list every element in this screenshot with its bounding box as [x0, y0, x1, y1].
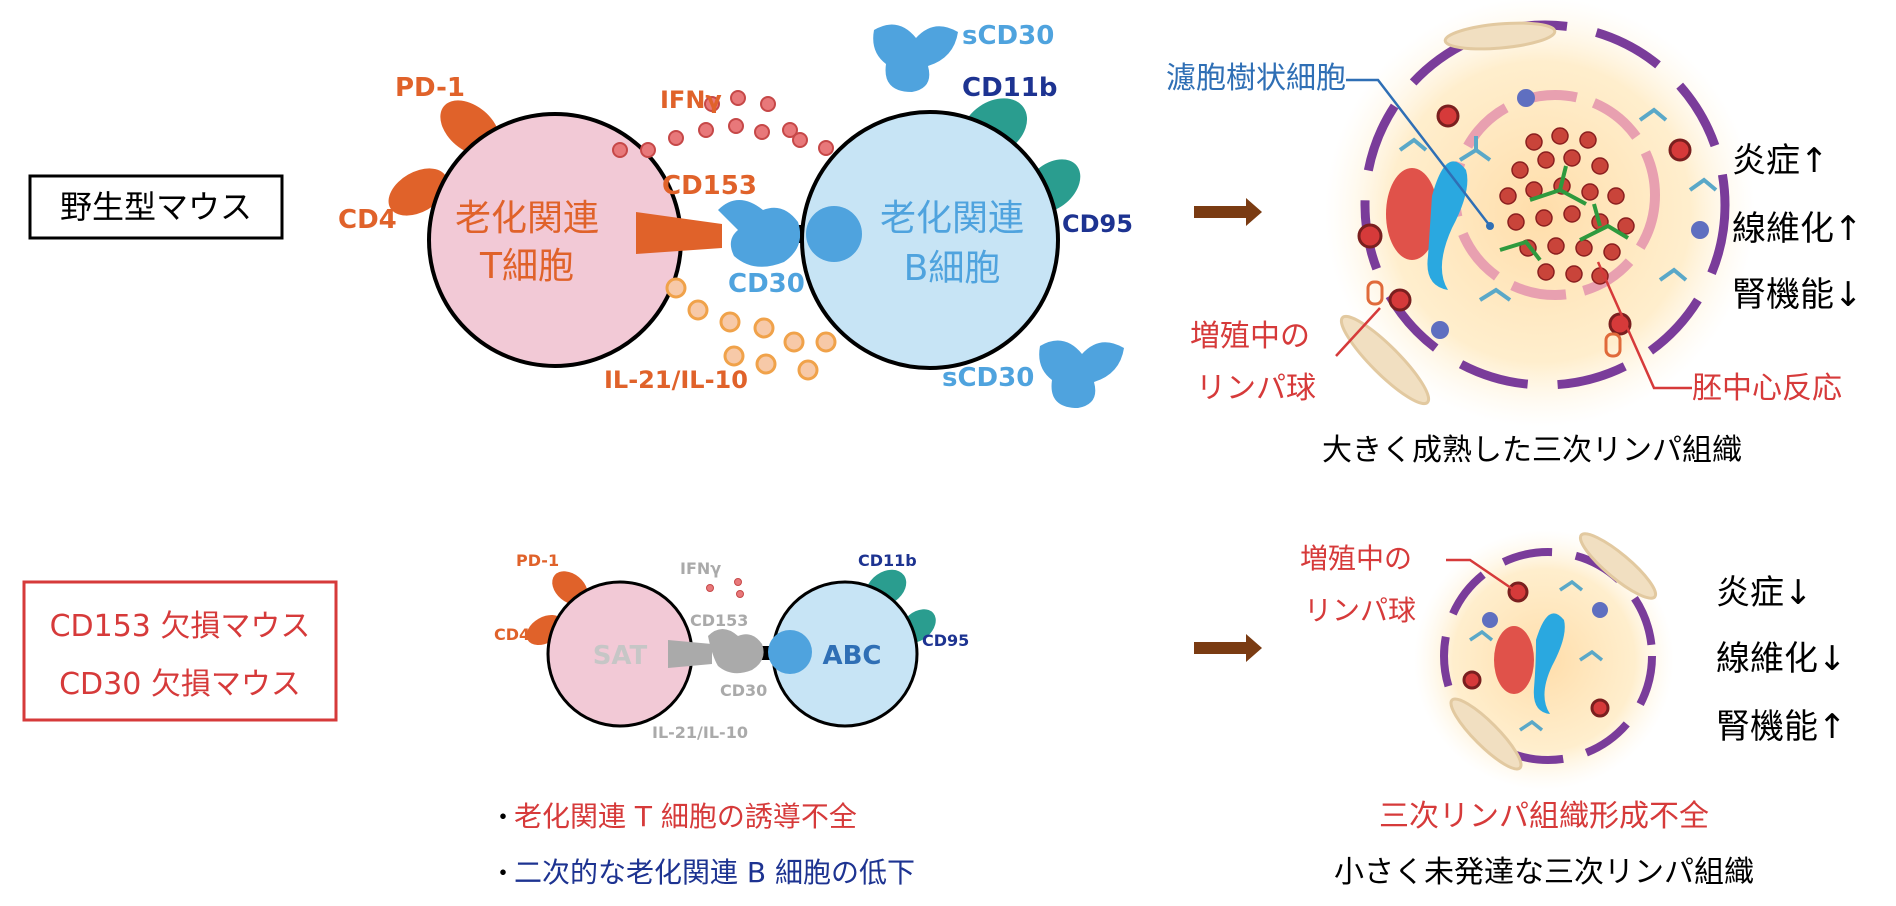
fdc-leader [1346, 78, 1491, 227]
outcome2-1: 炎症↓ [1716, 573, 1813, 613]
prolif-line1: 増殖中の [1190, 319, 1310, 354]
outcome2-3: 腎機能↑ [1716, 707, 1847, 747]
row1-arrow [1194, 198, 1262, 226]
scd30-bottom-icon [1039, 340, 1124, 408]
b-cell-line1: 老化関連 [880, 198, 1024, 239]
abc-text: ABC [822, 641, 881, 671]
cd153-ligand [636, 212, 722, 254]
t-cell-aging: 老化関連 T細胞 [388, 100, 683, 368]
scd30-bottom-label: sCD30 [942, 363, 1034, 393]
scd30-top-label: sCD30 [962, 21, 1054, 51]
cd30-label-small: CD30 [720, 681, 767, 700]
cd30-receptor-grey [708, 629, 764, 674]
row1-group-label: 野生型マウス [28, 174, 284, 240]
ifng-particles [612, 90, 834, 158]
tlo-caption-red: 三次リンパ組織形成不全 [1379, 799, 1709, 834]
scd30-top-icon [873, 24, 958, 92]
bullet-1: 老化関連 T 細胞の誘導不全 [514, 800, 857, 833]
t-cell-line2: T細胞 [479, 246, 574, 287]
gc-label: 胚中心反応 [1692, 371, 1842, 406]
pd1-label-small: PD-1 [516, 551, 559, 570]
cd4-label: CD4 [338, 205, 397, 235]
b-cell-line2: B細胞 [904, 248, 1001, 289]
cd95-label: CD95 [1062, 210, 1133, 238]
prolif-leader-small [1446, 558, 1515, 592]
outcome2-2: 線維化↓ [1716, 639, 1847, 679]
b-cell-cd30-bulb [806, 206, 862, 262]
prolif-line2-small: リンパ球 [1304, 594, 1416, 627]
ifng-label: IFNγ [660, 86, 722, 114]
sat-text: SAT [593, 641, 648, 671]
cd95-label-small: CD95 [922, 631, 969, 650]
prolif-leader [1335, 307, 1381, 357]
il-label: IL-21/IL-10 [604, 366, 748, 394]
fdc-label: 濾胞樹状細胞 [1166, 61, 1346, 96]
abc-cell: ABC [768, 569, 936, 728]
cd153-label: CD153 [662, 171, 757, 201]
prolif-line1-small: 増殖中の [1300, 542, 1412, 575]
outcome-1: 炎症↑ [1732, 141, 1829, 181]
row1-label-text: 野生型マウス [60, 188, 252, 226]
gc-leader [1596, 261, 1692, 390]
cd4-label-small: CD4 [494, 625, 530, 644]
pd1-label: PD-1 [395, 73, 465, 103]
ifng-label-small: IFNγ [680, 559, 721, 578]
sat-cell: SAT [526, 571, 694, 728]
row2-group-label: CD153 欠損マウス CD30 欠損マウス [22, 580, 338, 722]
cd153-label-small: CD153 [690, 611, 748, 630]
tlo-caption-small: 小さく未発達な三次リンパ組織 [1334, 855, 1754, 890]
tlo-large [1325, 0, 1755, 427]
cd30-label: CD30 [728, 269, 805, 299]
bullet-2-dot: ・ [490, 859, 516, 889]
tlo-caption: 大きく成熟した三次リンパ組織 [1322, 433, 1742, 468]
tlo-small [1414, 530, 1674, 790]
outcome-2: 線維化↑ [1732, 209, 1863, 249]
il-label-small: IL-21/IL-10 [652, 723, 748, 742]
row2-arrow [1194, 634, 1262, 662]
bullet-1-dot: ・ [490, 803, 516, 833]
row2-label-line1: CD153 欠損マウス [50, 609, 311, 644]
cd11b-label-small: CD11b [858, 551, 917, 570]
bullet-2: 二次的な老化関連 B 細胞の低下 [514, 856, 915, 889]
cd153-ligand-grey [668, 640, 712, 668]
outcome-3: 腎機能↓ [1732, 275, 1863, 315]
prolif-line2: リンパ球 [1196, 371, 1316, 406]
il-particles [665, 277, 837, 381]
row2-label-line2: CD30 欠損マウス [59, 667, 301, 702]
t-cell-line1: 老化関連 [455, 198, 599, 239]
cd11b-label: CD11b [962, 73, 1057, 103]
cd30-receptor [718, 200, 801, 267]
b-cell-aging: 老化関連 B細胞 [800, 98, 1081, 370]
